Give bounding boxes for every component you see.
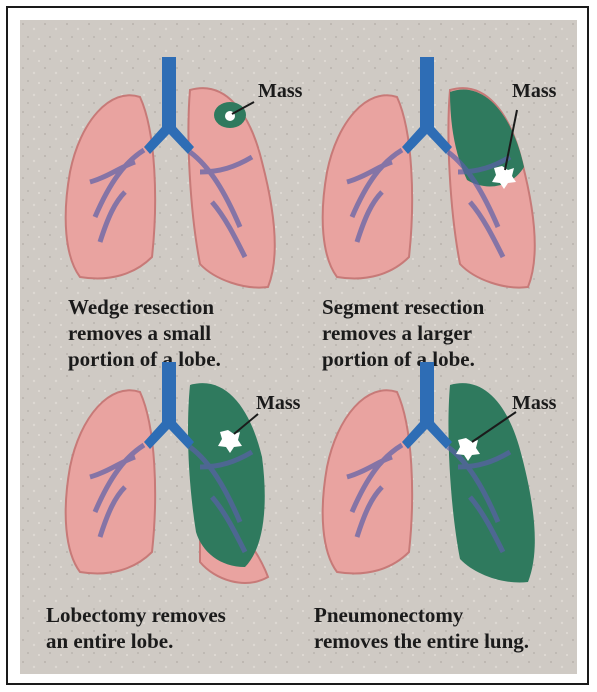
lungs-illustration: [40, 42, 300, 282]
caption-pneumonectomy: Pneumonectomy removes the entire lung.: [314, 602, 529, 654]
panel-wedge-resection: Mass Wedge resection removes a small por…: [40, 42, 300, 372]
illustration-canvas: Mass Wedge resection removes a small por…: [20, 20, 577, 674]
panel-lobectomy: Mass Lobectomy removes an entire lobe.: [40, 362, 300, 662]
panel-segment-resection: Mass Segment resection removes a larger …: [302, 42, 572, 372]
trachea: [144, 57, 194, 154]
mass-label: Mass: [512, 80, 556, 103]
lungs-illustration: [302, 42, 572, 282]
resected-upper-lobe: [188, 383, 265, 567]
trachea: [402, 362, 452, 449]
mass-label: Mass: [512, 392, 556, 415]
panel-pneumonectomy: Mass Pneumonectomy removes the entire lu…: [302, 362, 572, 662]
caption-lobectomy: Lobectomy removes an entire lobe.: [46, 602, 226, 654]
trachea: [402, 57, 452, 154]
mass-label: Mass: [258, 80, 302, 103]
caption-segment-resection: Segment resection removes a larger porti…: [322, 294, 484, 372]
trachea: [144, 362, 194, 449]
caption-wedge-resection: Wedge resection removes a small portion …: [68, 294, 221, 372]
mass-label: Mass: [256, 392, 300, 415]
